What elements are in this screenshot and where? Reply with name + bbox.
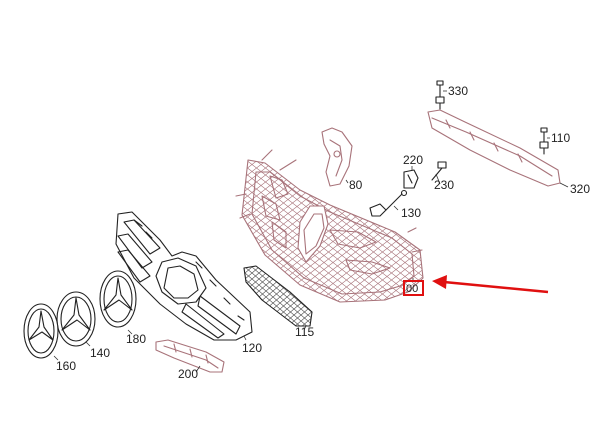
highlight-box xyxy=(403,280,424,296)
callout-200: 200 xyxy=(178,367,198,381)
sensor-130 xyxy=(369,189,408,217)
grille-frame-120 xyxy=(115,211,253,341)
star-emblem-140 xyxy=(56,291,96,347)
highlight-00: 00 xyxy=(403,275,549,296)
callout-220: 220 xyxy=(403,153,423,167)
clip-220 xyxy=(403,166,419,189)
callout-330: 330 xyxy=(448,84,468,98)
highlight-arrow xyxy=(443,280,549,294)
callout-115: 115 xyxy=(295,325,314,339)
callout-110: 110 xyxy=(551,131,570,145)
strip-200 xyxy=(155,339,225,373)
callout-120: 120 xyxy=(242,341,262,355)
star-emblem-160 xyxy=(23,303,59,361)
callout-160: 160 xyxy=(56,359,76,373)
callout-320: 320 xyxy=(570,182,590,196)
trim-strip-320 xyxy=(427,109,569,188)
bolt-330 xyxy=(435,80,447,110)
callout-80: 80 xyxy=(349,178,363,192)
star-emblem-180 xyxy=(99,270,137,335)
callout-140: 140 xyxy=(90,346,110,360)
callout-00: 00 xyxy=(406,283,418,295)
callout-130: 130 xyxy=(401,206,421,220)
bracket-80 xyxy=(321,127,353,187)
callout-230: 230 xyxy=(434,178,454,192)
bolt-110 xyxy=(539,127,550,155)
highlight-arrow-head xyxy=(432,275,447,289)
bolt-230 xyxy=(431,161,447,185)
callout-180: 180 xyxy=(126,332,146,346)
